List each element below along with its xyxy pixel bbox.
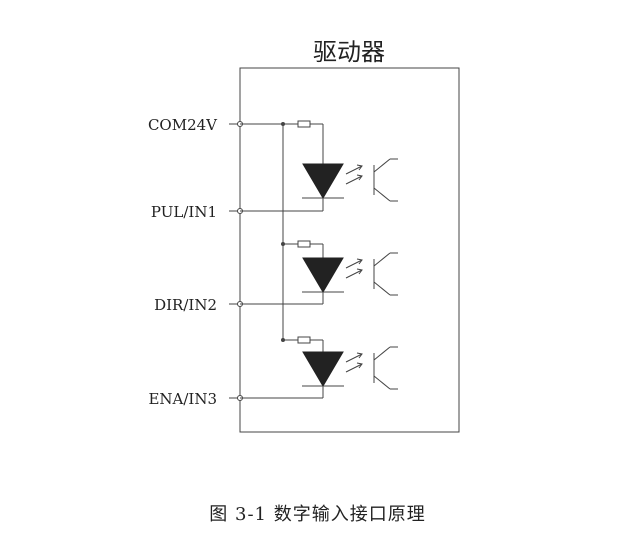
pin-label-ena-in3: ENA/IN3 (148, 390, 217, 408)
phototransistor-2 (373, 252, 398, 296)
figure-caption: 图 3-1 数字输入接口原理 (209, 504, 426, 525)
optocoupler-channel-3 (281, 336, 398, 398)
light-arrows-1 (345, 164, 363, 185)
pin-label-com24v: COM24V (148, 116, 218, 134)
optocoupler-channel-2 (281, 240, 398, 304)
pin-label-pul-in1: PUL/IN1 (151, 203, 217, 221)
light-arrows-2 (345, 258, 363, 279)
driver-box (239, 67, 460, 433)
led-3 (302, 351, 344, 387)
phototransistor-1 (373, 158, 398, 202)
driver-title: 驱动器 (313, 38, 385, 66)
phototransistor-3 (373, 346, 398, 390)
input-interface-schematic: 驱动器 COM24V PUL/IN1 DIR/IN2 ENA/IN3 (148, 38, 460, 433)
resistor-1 (297, 120, 311, 128)
led-1 (302, 163, 344, 199)
resistor-2 (297, 240, 311, 248)
internal-wiring (240, 123, 323, 399)
led-2 (302, 257, 344, 293)
pin-label-dir-in2: DIR/IN2 (154, 296, 217, 314)
resistor-3 (297, 336, 311, 344)
light-arrows-3 (345, 352, 363, 373)
optocoupler-channel-1 (281, 120, 398, 211)
